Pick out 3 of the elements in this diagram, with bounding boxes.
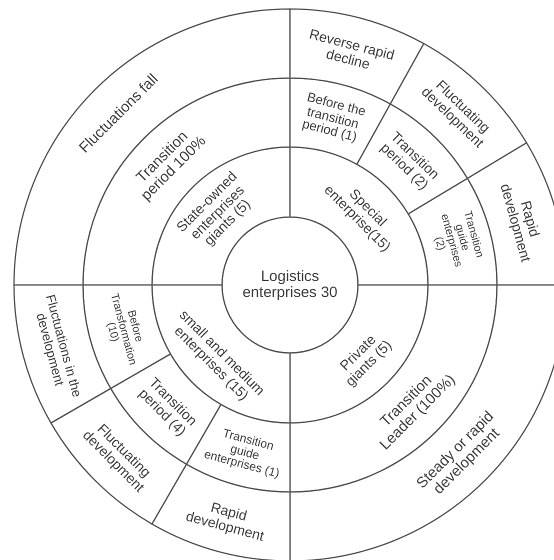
segment-label: Reverse rapid decline — [307, 24, 398, 74]
segment-label: Before the transition period (1) — [300, 88, 369, 148]
segment-label: Logistics enterprises 30 — [241, 269, 339, 300]
